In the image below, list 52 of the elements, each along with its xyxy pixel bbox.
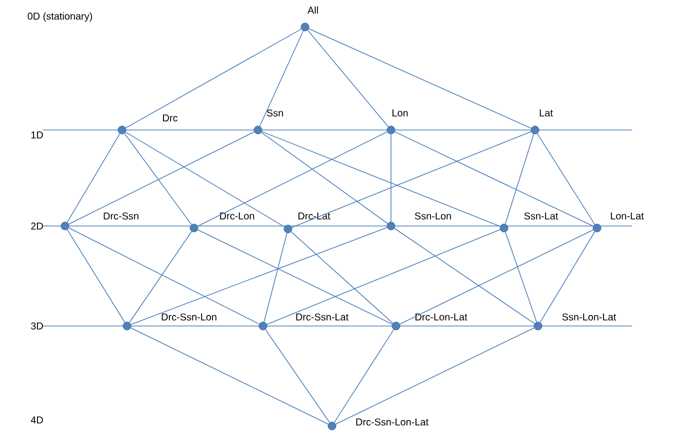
vertex-label: Ssn-Lat	[522, 211, 560, 221]
edge-line	[66, 133, 120, 223]
vertex-label: Ssn-Lon-Lat	[560, 312, 618, 322]
edge-line	[307, 30, 389, 128]
vertex-label: All	[306, 5, 320, 15]
vertex-label: Drc-Ssn-Lat	[294, 312, 350, 322]
vertex-label: Ssn	[265, 108, 285, 118]
edge-line	[265, 329, 330, 423]
level-label: 2D	[31, 222, 43, 230]
edge-line	[266, 229, 500, 325]
edge-line	[264, 232, 288, 322]
vertex-label: Drc	[161, 114, 179, 122]
edge-line	[505, 232, 537, 322]
vertex-label: Drc-Lon	[218, 212, 256, 220]
level-label: 1D	[31, 132, 43, 138]
edge-line	[261, 132, 388, 224]
edge-line	[68, 228, 260, 324]
vertex-label: Drc-Ssn-Lon-Lat	[354, 417, 430, 427]
vertex-label: Lat	[538, 108, 554, 118]
edge-line	[290, 231, 394, 324]
edge-line	[540, 231, 596, 323]
vertex-label: Drc-Ssn	[102, 211, 140, 221]
edge-line	[124, 133, 192, 225]
vertex-label: Ssn-Lon	[413, 211, 453, 221]
edge-line	[68, 131, 255, 224]
edge-line	[334, 329, 394, 423]
edge-line	[125, 28, 302, 128]
edge-line	[130, 327, 329, 425]
edge-line	[125, 132, 285, 228]
level-label: 4D	[30, 416, 43, 424]
edge-line	[399, 229, 594, 325]
level-label: 3D	[31, 322, 43, 330]
edge-line	[335, 327, 535, 425]
edge-line	[536, 133, 596, 225]
edge-line	[504, 134, 534, 224]
edge-line	[262, 131, 500, 227]
vertex-label: Lon	[390, 108, 410, 118]
edge-line	[197, 131, 388, 226]
edge-line	[197, 229, 393, 325]
edge-line	[308, 28, 532, 129]
edge-line	[129, 231, 192, 323]
edge-line	[394, 131, 594, 227]
edge-line	[259, 30, 304, 127]
edge-line	[292, 131, 532, 228]
edge-line	[130, 227, 388, 325]
vertex-label: Lon-Lat	[609, 212, 645, 220]
edge-line	[66, 229, 126, 323]
edge-line	[394, 228, 535, 324]
vertex-label: Drc-Ssn-Lon	[160, 312, 218, 322]
edge-line	[390, 134, 392, 222]
level-label: 0D (stationary)	[28, 12, 92, 22]
vertex-label: Drc-Lon-Lat	[414, 312, 468, 322]
